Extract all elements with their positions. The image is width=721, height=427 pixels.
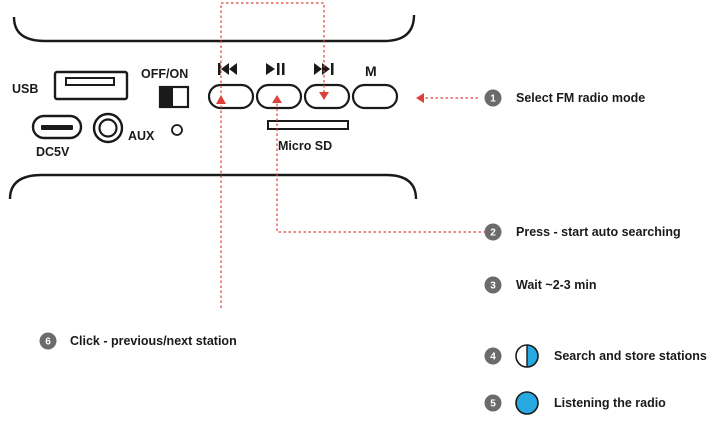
- previous-button[interactable]: [207, 83, 255, 110]
- step-6: 6 Click - previous/next station: [39, 332, 237, 350]
- indicator-led: [171, 124, 183, 136]
- step-1: 1 Select FM radio mode: [484, 89, 645, 107]
- step-badge: [484, 89, 502, 107]
- step-number: 5: [490, 399, 496, 410]
- power-switch-knob: [160, 87, 173, 107]
- dc5v-port[interactable]: [31, 114, 83, 140]
- aux-jack[interactable]: [92, 112, 124, 144]
- step-text: Search and store stations: [554, 349, 707, 363]
- micro-sd-label: Micro SD: [278, 139, 332, 153]
- guide-arrow-down-next: [319, 92, 329, 100]
- step-4: 4 Search and store stations: [484, 344, 707, 368]
- step-number: 4: [490, 352, 496, 363]
- next-button[interactable]: [303, 83, 351, 110]
- aux-label: AUX: [128, 129, 155, 143]
- step-number: 3: [490, 281, 496, 292]
- dc5v-label: DC5V: [36, 145, 70, 159]
- play-pause-icon: [266, 63, 285, 75]
- mode-button-label: M: [365, 63, 377, 79]
- step-text: Wait ~2-3 min: [516, 278, 596, 292]
- dc5v-port-inner: [41, 125, 73, 130]
- play-pause-button[interactable]: [255, 83, 303, 110]
- filled-circle-icon: [515, 391, 539, 415]
- previous-track-icon: [218, 63, 237, 75]
- guide-arrow-up-play: [272, 95, 282, 103]
- guide-arrow-left-mode: [416, 93, 424, 103]
- guide-line-prev-next: [220, 2, 325, 308]
- off-on-label: OFF/ON: [141, 67, 188, 81]
- step-number: 1: [490, 94, 496, 105]
- usb-port-inner: [65, 77, 115, 86]
- step-text: Press - start auto searching: [516, 225, 681, 239]
- usb-label: USB: [12, 82, 38, 96]
- step-5: 5 Listening the radio: [484, 391, 666, 415]
- micro-sd-slot[interactable]: [267, 120, 349, 130]
- step-number: 2: [490, 228, 496, 239]
- guide-arrow-up-prev: [216, 95, 226, 104]
- step-badge: [39, 332, 57, 350]
- step-text: Listening the radio: [554, 396, 666, 410]
- usb-port[interactable]: [53, 70, 129, 101]
- step-text: Select FM radio mode: [516, 91, 645, 105]
- step-badge: [484, 276, 502, 294]
- device-bottom-outline: [8, 173, 418, 200]
- step-number: 6: [45, 337, 51, 348]
- step-3: 3 Wait ~2-3 min: [484, 276, 596, 294]
- half-filled-circle-icon: [515, 344, 539, 368]
- step-badge: [484, 347, 502, 365]
- step-2: 2 Press - start auto searching: [484, 223, 681, 241]
- step-text: Click - previous/next station: [70, 334, 237, 348]
- aux-jack-inner: [98, 118, 118, 138]
- next-track-icon: [314, 63, 334, 75]
- guide-line-play: [276, 96, 486, 233]
- mode-button[interactable]: [351, 83, 399, 110]
- step-badge: [484, 223, 502, 241]
- step-badge: [484, 394, 502, 412]
- device-top-outline: [12, 14, 416, 43]
